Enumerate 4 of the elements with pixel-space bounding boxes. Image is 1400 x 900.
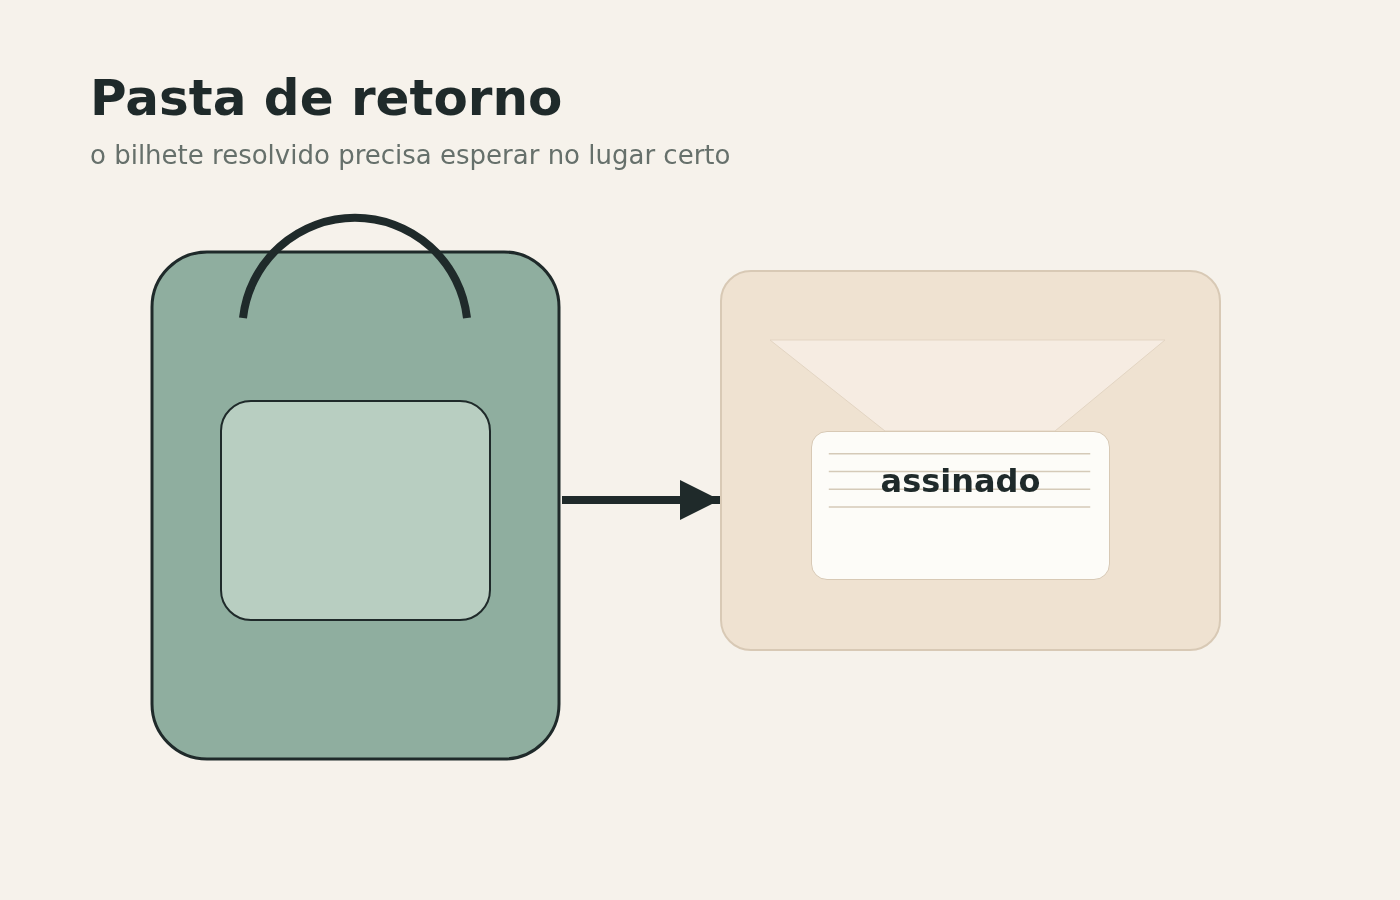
title: Pasta de retorno	[90, 70, 563, 128]
note-text: assinado	[879, 462, 1042, 501]
note-card	[811, 431, 1110, 580]
subtitle: o bilhete resolvido precisa esperar no lugar certo	[90, 140, 731, 172]
